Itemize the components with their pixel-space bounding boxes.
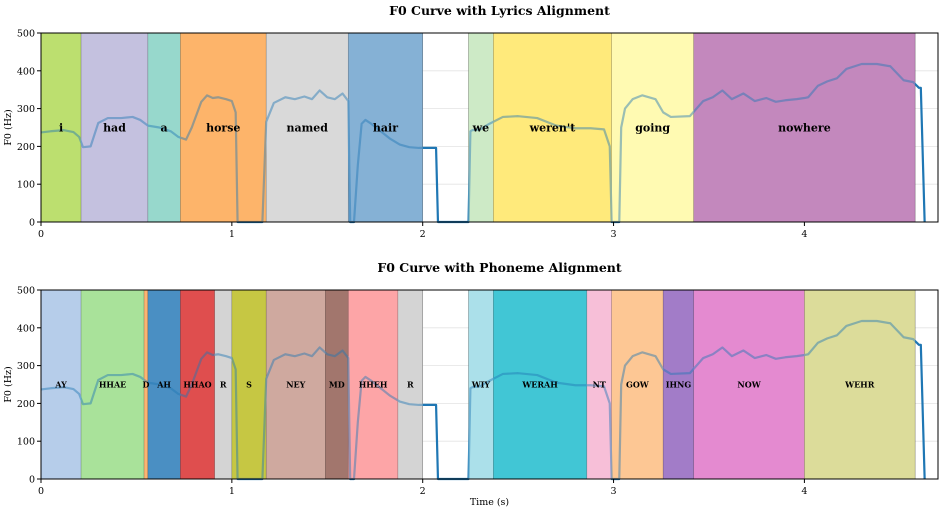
region-label: had [103,122,126,135]
region-overlay [81,33,148,222]
region-overlay [266,33,349,222]
region-label: we [472,122,489,135]
region-label: horse [206,122,240,135]
y-tick-label: 400 [17,323,35,334]
region-overlay [81,290,145,479]
region-label: HHEH [359,380,388,390]
region-overlay [663,290,694,479]
region-overlay [180,33,267,222]
region-label: R [220,380,227,390]
region-label: AY [54,380,67,390]
y-axis-label: F0 (Hz) [3,109,14,145]
region-overlay [693,290,805,479]
region-label: named [287,122,329,135]
region-label: R [407,380,414,390]
y-axis: 0 100 200 300 400 500 F0 (Hz) [3,286,41,486]
chart-title: F0 Curve with Phoneme Alignment [377,260,622,275]
region-overlay [325,290,349,479]
region-overlay [493,290,587,479]
chart-panel-1: F0 Curve with Lyrics Alignment i had a horse… [3,3,939,240]
y-tick-label: 400 [17,66,35,77]
y-tick-label: 100 [17,437,35,448]
region-label: NOW [737,380,761,390]
region-overlay [266,290,326,479]
region-overlay [611,290,664,479]
region-overlay [214,290,232,479]
region-label: weren't [529,122,577,135]
region-labels: i had a horse named hair we weren't going nowhere [59,122,831,135]
region-label: HHAO [183,380,211,390]
x-tick-label: 1 [229,486,235,497]
region-overlay [493,33,612,222]
region-label: WERAH [521,380,558,390]
y-tick-label: 100 [17,180,35,191]
region-overlay [231,290,267,479]
x-tick-label: 1 [229,229,235,240]
region-overlays [41,290,916,479]
x-tick-label: 4 [801,486,807,497]
x-tick-label: 2 [420,486,426,497]
region-label: a [161,122,168,135]
chart-title: F0 Curve with Lyrics Alignment [389,3,610,18]
y-axis: 0 100 200 300 400 500 F0 (Hz) [3,29,41,229]
region-label: GOW [626,380,650,390]
x-tick-label: 4 [801,229,807,240]
region-label: nowhere [778,122,831,135]
region-labels: AY HHAE D AH HHAO R S NEY MD HHEH R WIY WERAH NT GOW IH… [54,380,874,390]
region-label: NT [593,380,606,390]
region-label: MD [329,380,345,390]
region-overlay [147,290,181,479]
region-overlay [147,33,181,222]
y-tick-label: 500 [17,286,35,297]
region-label: i [59,122,63,135]
region-overlay [348,290,398,479]
region-overlays [41,33,916,222]
region-overlay [468,33,494,222]
plot-frame [40,289,939,480]
y-tick-label: 200 [17,142,35,153]
region-label: going [635,122,670,135]
y-tick-label: 0 [29,218,35,229]
region-overlay [348,33,423,222]
x-axis-label: Time (s) [470,497,509,508]
region-label: S [246,380,252,390]
y-tick-label: 200 [17,399,35,410]
y-tick-label: 500 [17,29,35,40]
region-overlay [693,33,916,222]
x-tick-label: 0 [38,229,44,240]
region-label: hair [373,122,398,135]
region-label: WEHR [844,380,875,390]
region-overlay [611,33,694,222]
x-axis: 0 1 2 3 4 [38,222,807,240]
region-label: HHAE [99,380,126,390]
region-overlay [41,290,82,479]
region-overlay [804,290,916,479]
x-tick-label: 0 [38,486,44,497]
region-label: WIY [471,380,491,390]
y-tick-label: 300 [17,361,35,372]
x-tick-label: 2 [420,229,426,240]
region-overlay [144,290,148,479]
plot-frame [40,32,939,223]
region-overlay [468,290,494,479]
region-overlay [180,290,215,479]
region-label: AH [156,380,171,390]
region-label: IHNG [666,380,692,390]
x-tick-label: 3 [611,486,617,497]
region-label: NEY [286,380,305,390]
region-overlay [586,290,612,479]
region-overlay [397,290,423,479]
y-tick-label: 300 [17,104,35,115]
x-tick-label: 3 [611,229,617,240]
y-tick-label: 0 [29,475,35,486]
y-axis-label: F0 (Hz) [3,366,14,402]
region-label: D [142,380,149,390]
region-overlay [41,33,82,222]
